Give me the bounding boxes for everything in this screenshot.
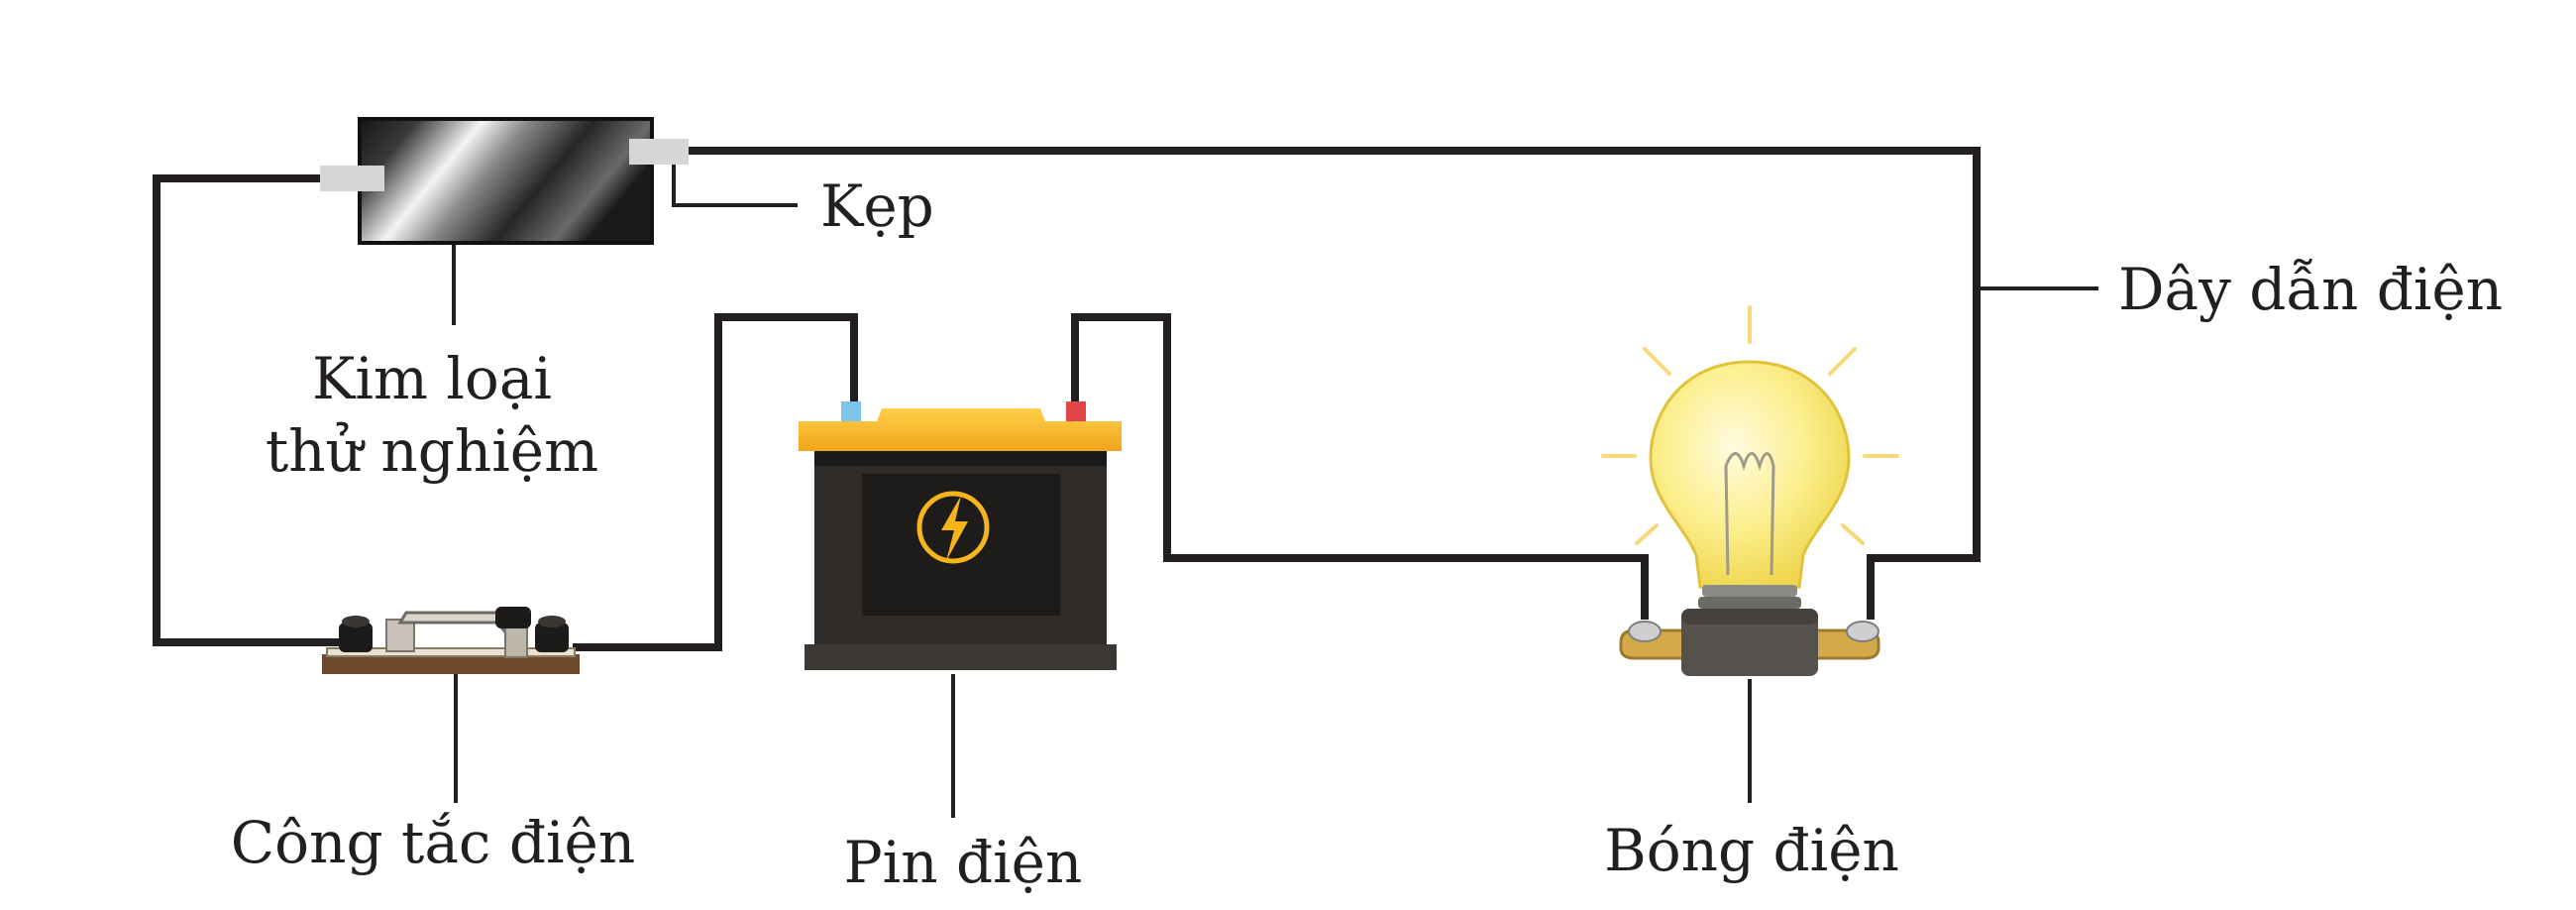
bulb-right-terminal bbox=[1846, 621, 1879, 642]
battery-positive-terminal bbox=[1066, 401, 1086, 423]
leader-lines bbox=[452, 164, 2098, 818]
bulb-left-terminal bbox=[1628, 621, 1662, 642]
battery-icon bbox=[799, 401, 1122, 670]
label-test-metal-line1: Kim loại bbox=[312, 345, 552, 412]
label-wire: Dây dẫn điện bbox=[2118, 256, 2503, 323]
light-bulb-icon bbox=[1601, 305, 1899, 676]
label-clip: Kẹp bbox=[820, 172, 934, 240]
wire-battery-to-bulb bbox=[1071, 313, 1649, 620]
clip-left bbox=[320, 166, 384, 191]
label-battery: Pin điện bbox=[844, 829, 1083, 896]
knife-switch-icon bbox=[322, 607, 580, 674]
wire-metal-to-switch bbox=[153, 174, 342, 646]
conductor-wires bbox=[153, 147, 1981, 651]
wire-switch-to-battery bbox=[573, 313, 858, 651]
label-switch: Công tắc điện bbox=[231, 809, 635, 876]
lightning-bolt-icon bbox=[916, 491, 990, 564]
battery-negative-terminal bbox=[841, 401, 861, 423]
glow-rays bbox=[1601, 305, 1899, 545]
clip-right bbox=[629, 139, 689, 165]
leader-clip bbox=[672, 164, 798, 207]
label-bulb: Bóng điện bbox=[1604, 817, 1899, 884]
wire-bulb-to-metal bbox=[684, 147, 1981, 620]
metal-sample-icon bbox=[320, 117, 689, 245]
label-test-metal-line2: thử nghiệm bbox=[266, 417, 598, 485]
